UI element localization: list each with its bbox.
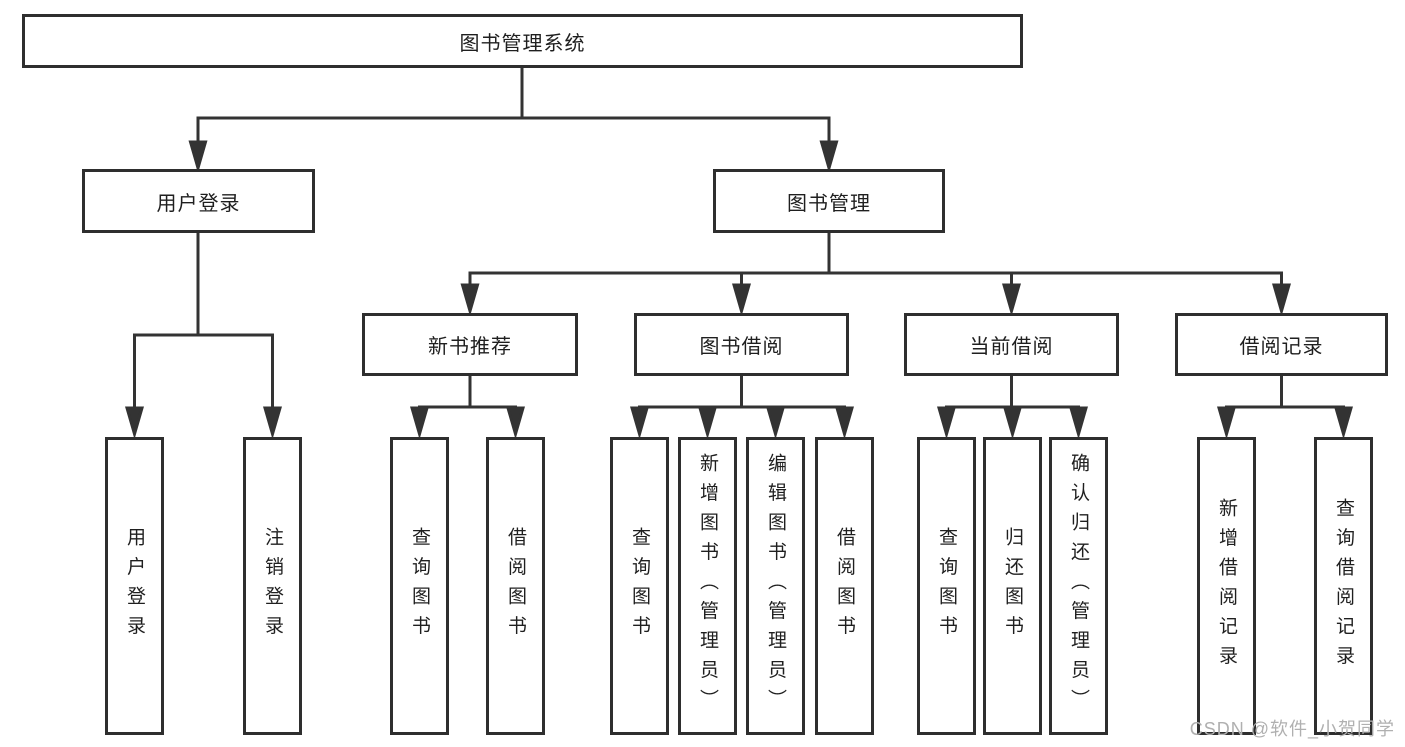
node-logout: 注销登录 (243, 437, 302, 735)
node-login: 用户登录 (105, 437, 164, 735)
node-edit-books-admin-label: 编辑图书（管理员） (765, 453, 786, 719)
node-query-books-recommend: 查询图书 (390, 437, 449, 735)
node-borrow-records: 借阅记录 (1175, 313, 1388, 376)
node-user-login: 用户登录 (82, 169, 315, 233)
node-query-books-borrow-label: 查询图书 (629, 527, 650, 645)
node-add-books-admin-label: 新增图书（管理员） (697, 453, 718, 719)
node-add-borrow-record-label: 新增借阅记录 (1216, 497, 1237, 675)
node-query-borrow-record-label: 查询借阅记录 (1333, 497, 1354, 675)
node-query-books-recommend-label: 查询图书 (409, 527, 430, 645)
node-borrow-books-recommend: 借阅图书 (486, 437, 545, 735)
node-book-management: 图书管理 (713, 169, 945, 233)
node-return-books: 归还图书 (983, 437, 1042, 735)
watermark: CSDN @软件_小贺同学 (1189, 719, 1395, 739)
node-edit-books-admin: 编辑图书（管理员） (746, 437, 805, 735)
node-query-borrow-record: 查询借阅记录 (1314, 437, 1373, 735)
node-query-books-current-label: 查询图书 (936, 527, 957, 645)
node-query-books-current: 查询图书 (917, 437, 976, 735)
node-borrow-books-label: 借阅图书 (834, 527, 855, 645)
node-borrow-books-recommend-label: 借阅图书 (505, 527, 526, 645)
node-return-books-label: 归还图书 (1002, 527, 1023, 645)
node-new-book-recommend: 新书推荐 (362, 313, 578, 376)
node-query-books-borrow: 查询图书 (610, 437, 669, 735)
node-library-system: 图书管理系统 (22, 14, 1023, 68)
node-logout-label: 注销登录 (262, 527, 283, 645)
node-current-borrow: 当前借阅 (904, 313, 1119, 376)
node-add-borrow-record: 新增借阅记录 (1197, 437, 1256, 735)
node-add-books-admin: 新增图书（管理员） (678, 437, 737, 735)
node-confirm-return-admin: 确认归还（管理员） (1049, 437, 1108, 735)
node-login-label: 用户登录 (124, 527, 145, 645)
node-borrow-books: 借阅图书 (815, 437, 874, 735)
node-book-borrow: 图书借阅 (634, 313, 849, 376)
node-confirm-return-admin-label: 确认归还（管理员） (1068, 453, 1089, 719)
